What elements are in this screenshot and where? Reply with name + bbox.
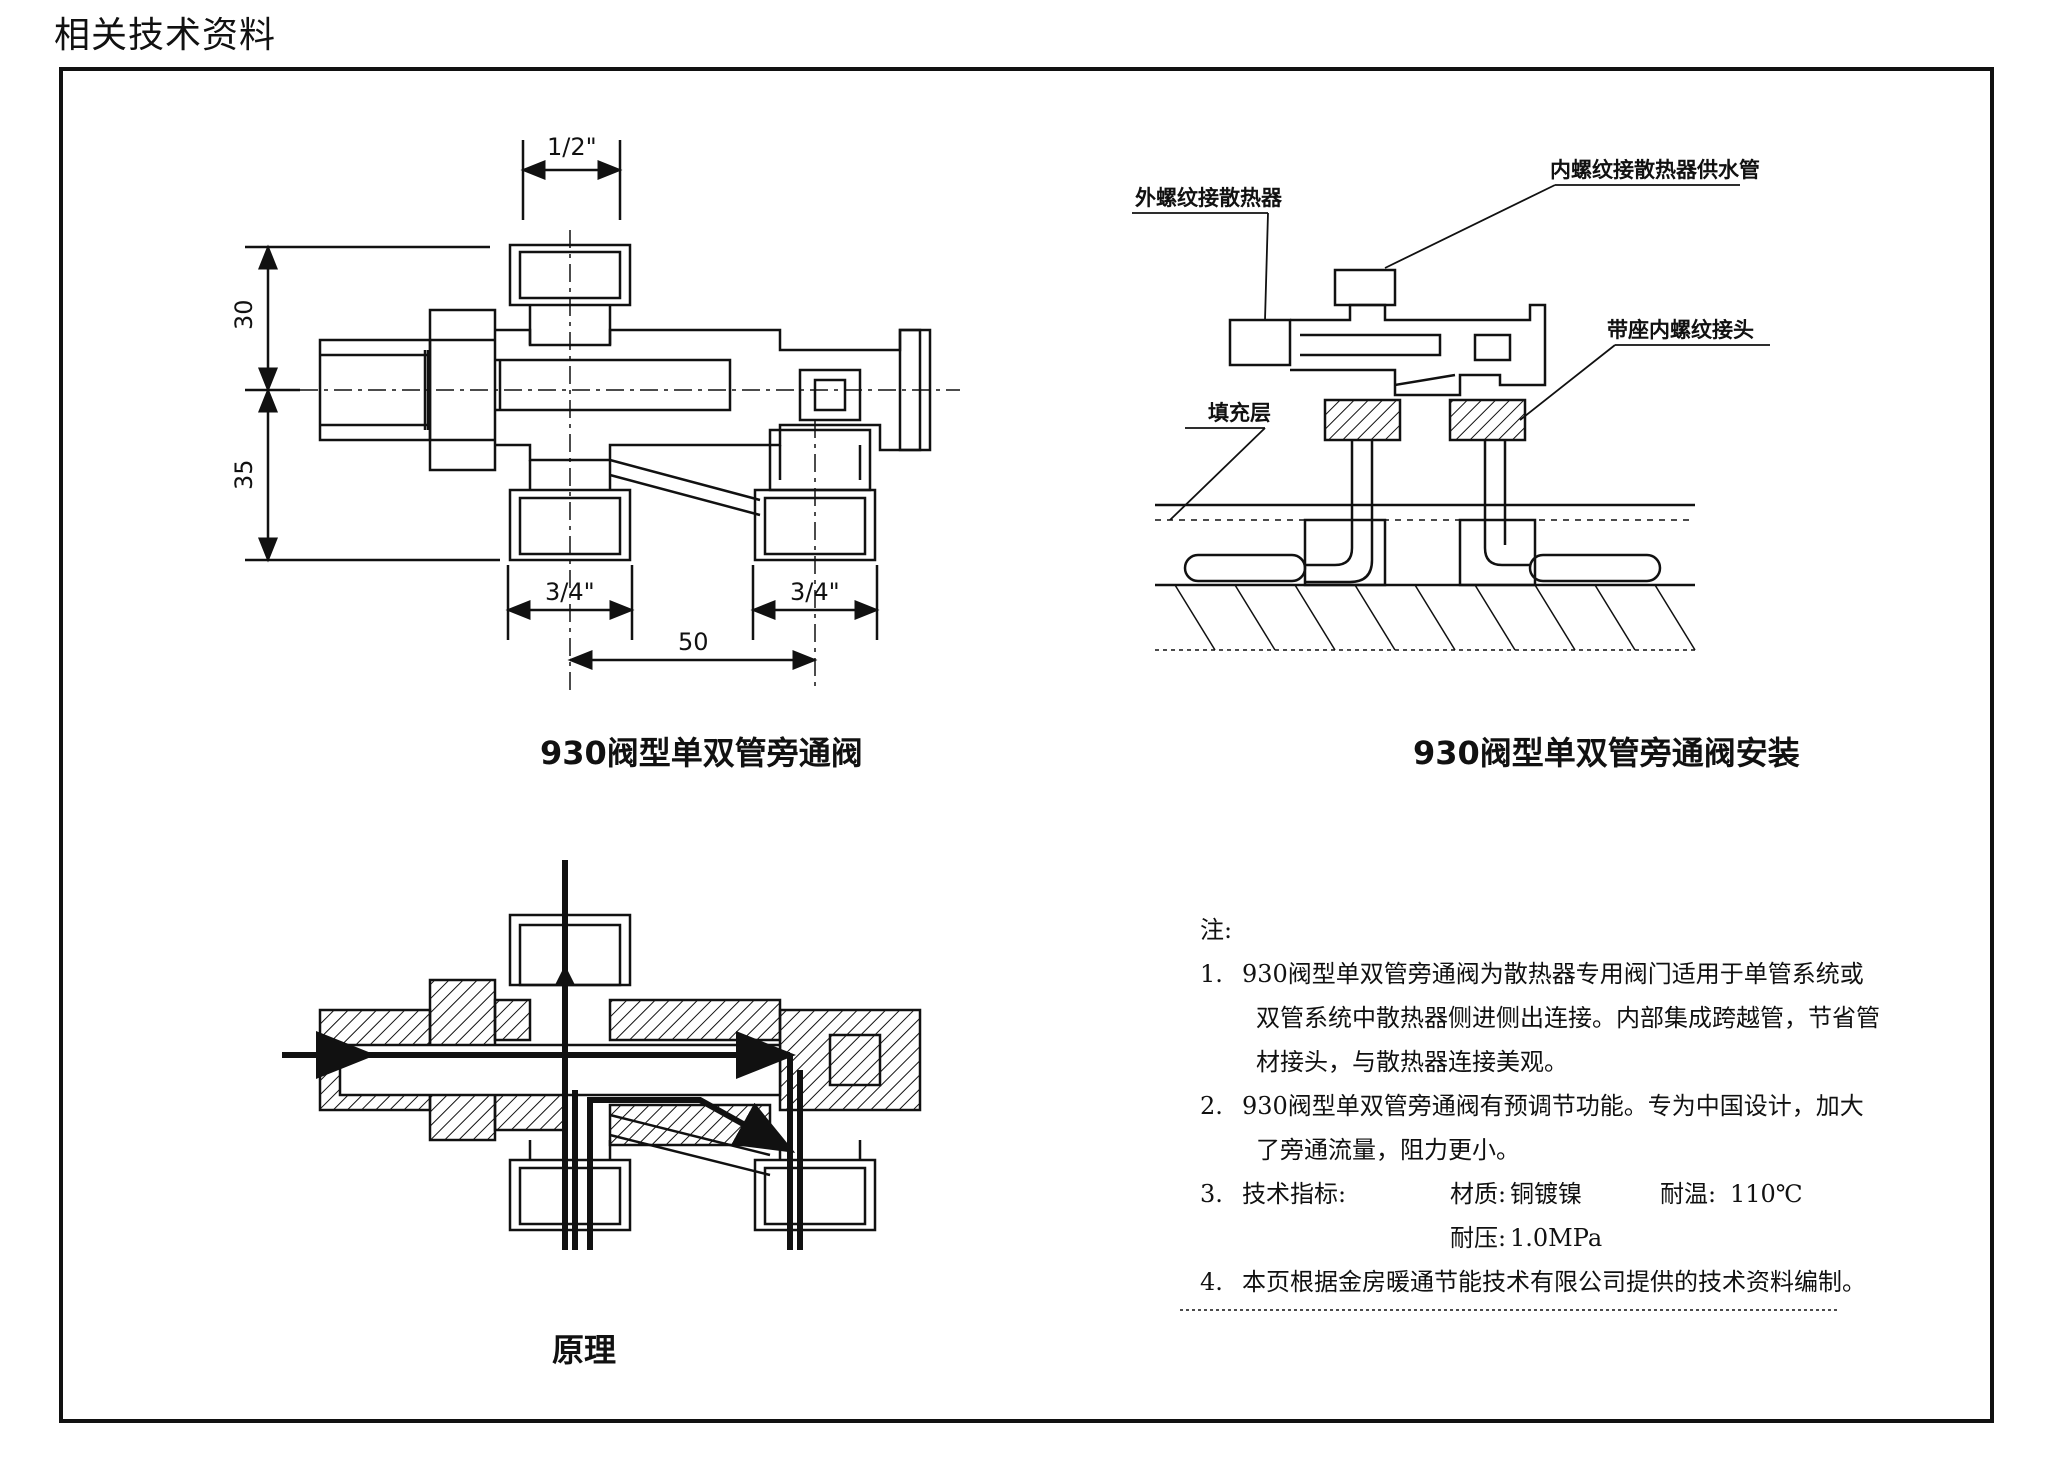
drawing-frame [59,67,1994,1423]
label-fill-layer: 填充层 [1208,400,1271,425]
dim-left-bottom: 3/4" [545,578,595,606]
label-seat-female: 带座内螺纹接头 [1607,317,1754,342]
label-supply-female: 内螺纹接散热器供水管 [1550,157,1760,182]
note-2-line-2: 了旁通流量，阻力更小。 [1256,1136,1520,1164]
dim-right-bottom: 3/4" [790,578,840,606]
valve-drawing [245,140,960,690]
install-drawing [1132,184,1770,651]
pressure-label: 耐压: [1450,1224,1507,1252]
temp-value: 110℃ [1730,1180,1803,1208]
dim-top-size: 1/2" [547,133,597,161]
notes-block: 注: 1. 930阀型单双管旁通阀为散热器专用阀门适用于单管系统或 双管系统中散… [1200,908,1880,1304]
principle-drawing [318,913,922,1232]
dim-height-upper: 30 [230,299,258,330]
note-1: 1. 930阀型单双管旁通阀为散热器专用阀门适用于单管系统或 [1200,960,1864,988]
caption-valve: 930阀型单双管旁通阀 [540,734,863,772]
dim-spacing: 50 [678,628,709,656]
material-value: 铜镀镍 [1510,1180,1582,1208]
principle-flow-lines [282,860,803,1250]
pressure-value: 1.0MPa [1510,1224,1603,1252]
note-3: 3. 技术指标: 材质: 铜镀镍 耐温: 110℃ [1200,1172,1840,1216]
note-1-line-3: 材接头，与散热器连接美观。 [1256,1048,1568,1076]
label-radiator-male: 外螺纹接散热器 [1135,185,1283,210]
caption-install: 930阀型单双管旁通阀安装 [1413,734,1800,772]
caption-principle: 原理 [552,1331,617,1369]
temp-label: 耐温: [1660,1180,1717,1208]
note-1-line-2: 双管系统中散热器侧进侧出连接。内部集成跨越管，节省管 [1256,1004,1880,1032]
page-header: 相关技术资料 [54,15,277,56]
note-2: 2. 930阀型单双管旁通阀有预调节功能。专为中国设计，加大 [1200,1092,1864,1120]
note-3-pressure: 耐压: 1.0MPa [1200,1216,1840,1260]
notes-title: 注: [1200,916,1233,944]
material-label: 材质: [1450,1180,1507,1208]
valve-dimension-labels: 1/2" 30 35 3/4" 3/4" 50 [230,133,840,656]
note-4: 4. 本页根据金房暖通节能技术有限公司提供的技术资料编制。 [1200,1268,1866,1296]
dim-height-lower: 35 [230,459,258,490]
install-labels: 外螺纹接散热器 内螺纹接散热器供水管 带座内螺纹接头 填充层 [1135,157,1760,425]
up-arrow-icon [555,965,575,985]
